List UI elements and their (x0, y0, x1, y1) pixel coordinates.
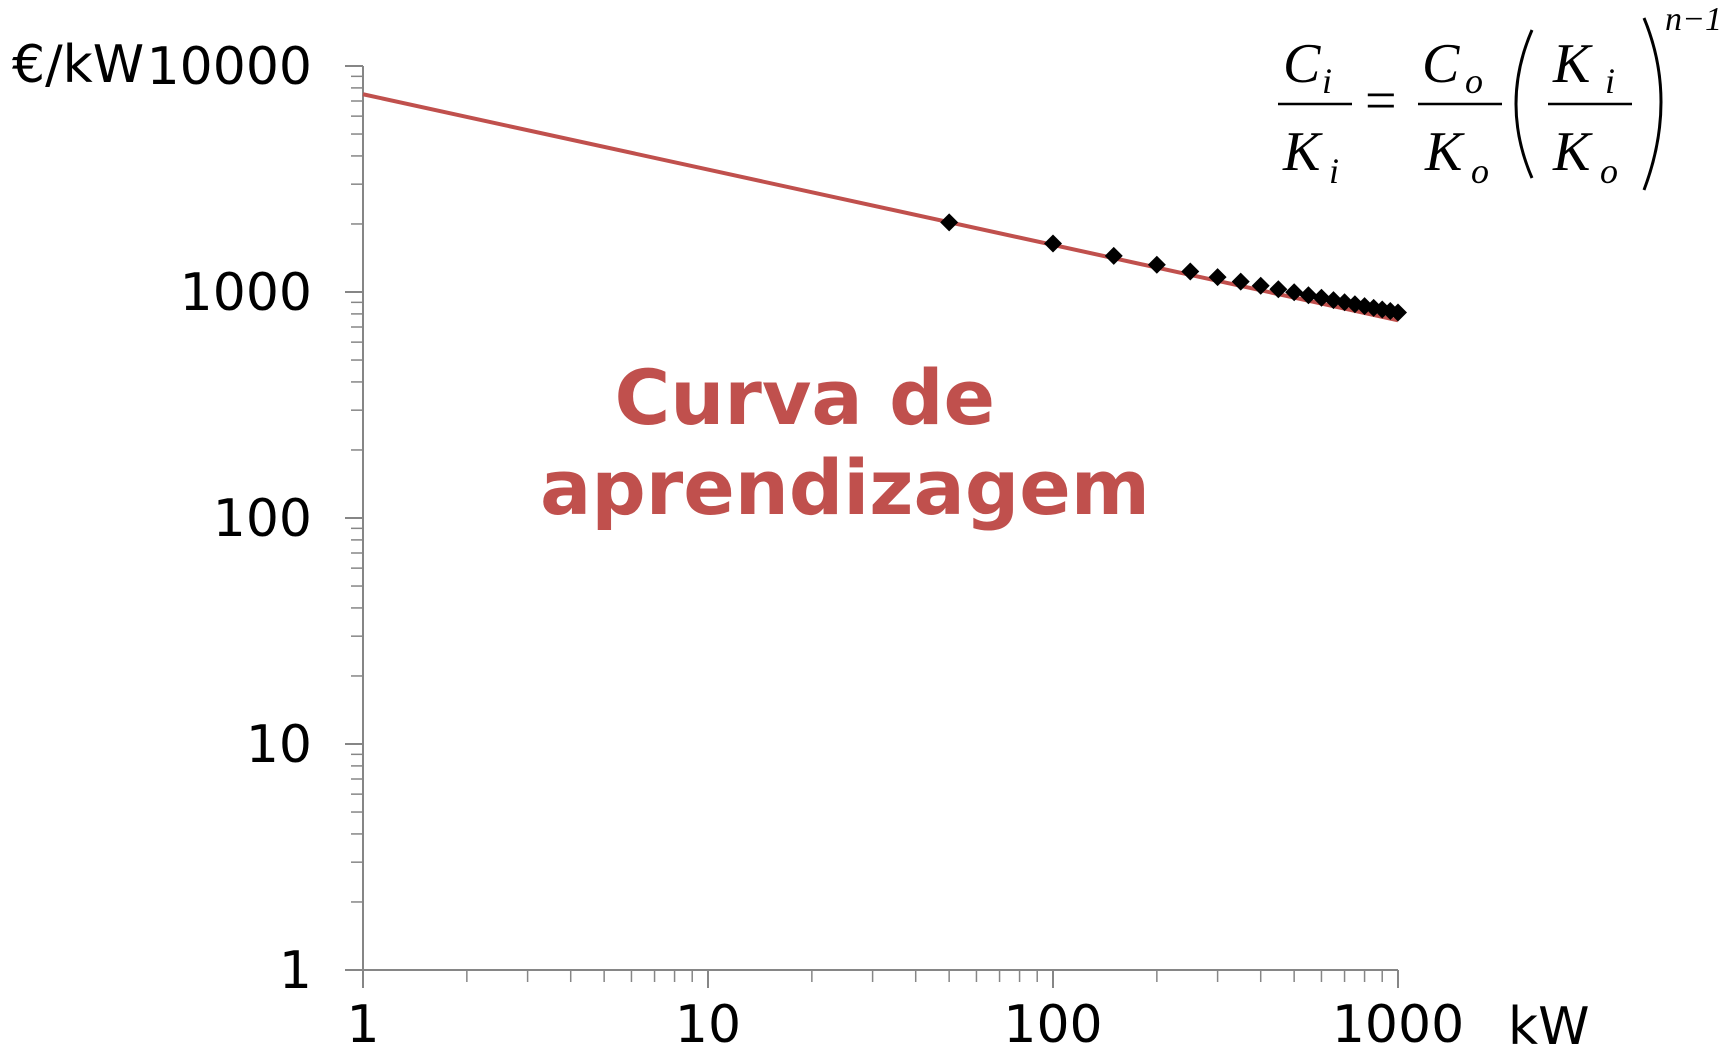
formula-rhs-denominator-sub: o (1471, 151, 1489, 191)
data-point-marker (1147, 255, 1166, 274)
formula-rhs-numerator: C (1422, 33, 1460, 95)
formula-exponent: n−1 (1665, 1, 1722, 38)
y-tick-label: 1000 (180, 263, 312, 323)
data-point-marker (1104, 246, 1123, 265)
formula-equals: = (1365, 70, 1397, 132)
data-point-marker (940, 213, 959, 232)
formula-right-paren (1642, 17, 1663, 191)
y-unit-label: €/kW (12, 35, 144, 95)
data-point-marker (1285, 283, 1304, 302)
formula-paren-numerator-sub: i (1605, 61, 1615, 101)
formula-rhs-denominator: K (1424, 121, 1465, 183)
learning-curve-formula: C i K i = C o K o K i K o n−1 (1278, 1, 1722, 191)
formula-paren-numerator: K (1552, 33, 1593, 95)
y-tick-label: 10000 (147, 37, 312, 97)
data-point-marker (1269, 280, 1288, 299)
x-tick-label: 1000 (1332, 995, 1464, 1055)
x-tick-label: 10 (675, 995, 741, 1055)
data-point-marker (1251, 276, 1270, 295)
annotation-line-2: aprendizagem (540, 443, 1150, 532)
annotation-line-1: Curva de (614, 353, 995, 442)
x-tick-label: 1 (346, 995, 379, 1055)
learning-curve-line (362, 92, 1399, 323)
series (362, 92, 1407, 323)
y-tick-label: 100 (213, 489, 312, 549)
formula-left-paren (1514, 29, 1534, 179)
formula-lhs-denominator-sub: i (1329, 151, 1339, 191)
axis-ticks (345, 65, 1399, 988)
data-point-marker (1208, 268, 1227, 287)
formula-paren-denominator-sub: o (1600, 151, 1618, 191)
data-point-marker (1044, 234, 1062, 253)
formula-rhs-numerator-sub: o (1465, 61, 1483, 101)
annotation-curva-de-aprendizagem: Curva de aprendizagem (540, 353, 1150, 532)
data-point-marker (1181, 262, 1200, 281)
data-point-marker (1299, 286, 1318, 305)
formula-paren-denominator: K (1552, 121, 1593, 183)
formula-lhs-numerator: C (1283, 33, 1321, 95)
x-unit-label: kW (1508, 997, 1590, 1056)
data-point-marker (1389, 303, 1407, 322)
y-tick-label: 10 (246, 715, 312, 775)
x-tick-label: 100 (1003, 995, 1102, 1055)
formula-lhs-numerator-sub: i (1322, 61, 1332, 101)
tick-labels: 1 10 100 1000 10000 1 10 100 1000 (147, 37, 1465, 1055)
formula-lhs-denominator: K (1282, 121, 1323, 183)
data-point-marker (1231, 272, 1250, 291)
y-tick-label: 1 (279, 941, 312, 1001)
data-point-marker (1312, 288, 1331, 307)
